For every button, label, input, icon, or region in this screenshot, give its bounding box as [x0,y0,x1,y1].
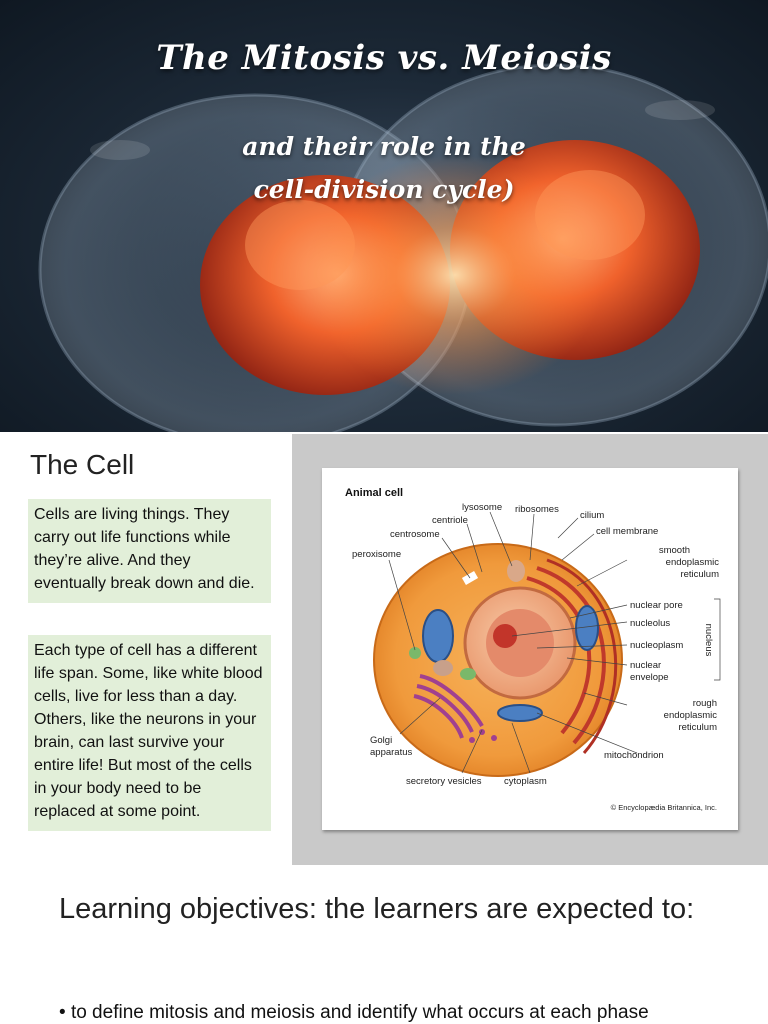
section-heading-the-cell: The Cell [30,449,135,480]
label-nucleus: nucleus [703,624,714,657]
animal-cell-diagram: Animal cell [322,468,738,830]
label-rough-er-1: rough [693,698,717,709]
label-ribosomes: ribosomes [515,504,559,515]
label-nuclear-envelope-2: envelope [630,672,669,683]
label-cytoplasm: cytoplasm [504,776,547,787]
label-smooth-er-1: smooth [659,545,690,556]
hero-banner: The Mitosis vs. Meiosis and their role i… [0,0,768,432]
label-smooth-er-2: endoplasmic [666,557,720,568]
diagram-panel: Animal cell [292,434,768,865]
label-lysosome: lysosome [462,502,502,513]
label-mitochondrion: mitochondrion [604,750,664,761]
label-golgi-1: Golgi [370,735,392,746]
animal-cell-illustration: Animal cell [345,487,721,812]
hero-subtitle-line1: and their role in the [242,132,526,161]
note-cells-living: Cells are living things. They carry out … [28,499,271,603]
label-cilium: cilium [580,510,604,521]
label-secretory-vesicles: secretory vesicles [406,776,482,787]
label-nuclear-envelope-1: nuclear [630,660,661,671]
label-smooth-er-3: reticulum [680,569,719,580]
hero-title: The Mitosis vs. Meiosis [156,38,612,78]
label-rough-er-3: reticulum [678,722,717,733]
diagram-title: Animal cell [345,487,403,499]
hero-subtitle: and their role in the cell-division cycl… [0,125,768,211]
objectives-heading: Learning objectives: the learners are ex… [59,893,695,925]
label-nucleoplasm: nucleoplasm [630,640,683,651]
note-cell-lifespan: Each type of cell has a different life s… [28,635,271,831]
label-cell-membrane: cell membrane [596,526,658,537]
label-rough-er-2: endoplasmic [664,710,718,721]
diagram-credit: © Encyclopædia Britannica, Inc. [611,803,717,812]
hero-subtitle-line2: cell-division cycle) [253,175,515,204]
objectives-list: to define mitosis and meiosis and identi… [59,1002,759,1024]
label-peroxisome: peroxisome [352,549,401,560]
objective-item: to define mitosis and meiosis and identi… [59,1002,759,1024]
label-centriole: centriole [432,515,468,526]
label-nuclear-pore: nuclear pore [630,600,683,611]
label-nucleolus: nucleolus [630,618,670,629]
dividing-cell-image [38,63,768,432]
label-golgi-2: apparatus [370,747,413,758]
label-centrosome: centrosome [390,529,440,540]
